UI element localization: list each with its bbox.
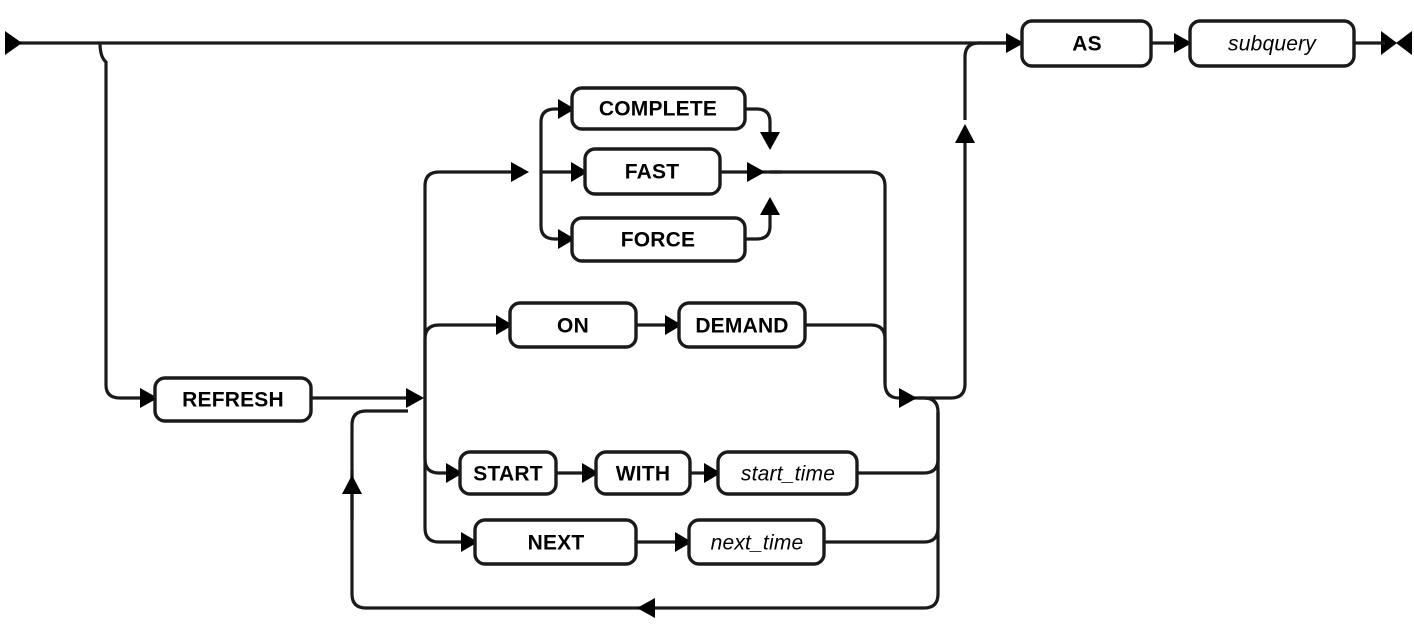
node-next-box[interactable] bbox=[473, 518, 638, 566]
track-lines bbox=[20, 41, 1008, 610]
track-force-merge bbox=[745, 212, 772, 241]
node-next-time[interactable]: next_time bbox=[687, 518, 826, 566]
arrow-into-refresh bbox=[140, 388, 158, 408]
arrow-into-demand bbox=[665, 315, 682, 335]
node-refresh[interactable]: REFRESH bbox=[153, 376, 313, 423]
node-with-box[interactable] bbox=[594, 450, 692, 496]
track-method-to-rightrail bbox=[770, 170, 887, 383]
node-next-time-label: next_time bbox=[711, 532, 804, 555]
track-hub-to-on bbox=[423, 323, 498, 398]
node-as[interactable]: AS bbox=[1020, 19, 1153, 68]
node-start-time-label: start_time bbox=[741, 463, 835, 486]
end-bowtie-left-icon bbox=[1381, 31, 1397, 55]
arrow-into-next-time bbox=[675, 532, 692, 552]
track-rightrail-join-right bbox=[918, 396, 940, 413]
arrow-loopback-up bbox=[342, 475, 362, 494]
node-fast[interactable]: FAST bbox=[583, 147, 722, 196]
node-fast-box[interactable] bbox=[583, 147, 722, 196]
node-with[interactable]: WITH bbox=[594, 450, 692, 496]
arrow-into-force bbox=[558, 229, 575, 249]
arrow-force-merge-up bbox=[760, 197, 780, 215]
node-next-label: NEXT bbox=[528, 532, 585, 555]
arrow-heads bbox=[5, 31, 1412, 618]
arrow-fast-merge-right bbox=[747, 162, 765, 182]
node-on-box[interactable] bbox=[508, 301, 638, 349]
start-arrow-icon bbox=[5, 31, 22, 55]
node-force-box[interactable] bbox=[570, 216, 747, 263]
track-starttime-to-rightrail bbox=[857, 412, 940, 475]
node-force-label: FORCE bbox=[621, 229, 696, 252]
node-as-box[interactable] bbox=[1020, 19, 1153, 68]
node-refresh-box[interactable] bbox=[153, 376, 313, 423]
node-start-time-box[interactable] bbox=[716, 450, 859, 496]
node-subquery[interactable]: subquery bbox=[1188, 19, 1356, 68]
arrow-into-with bbox=[582, 463, 599, 483]
arrow-into-method-fan bbox=[511, 162, 529, 182]
arrow-into-start bbox=[446, 463, 463, 483]
node-start-box[interactable] bbox=[458, 450, 558, 496]
arrow-into-next bbox=[461, 532, 478, 552]
arrow-into-fast bbox=[571, 162, 588, 182]
track-method-fan-force bbox=[539, 172, 560, 241]
node-as-label: AS bbox=[1072, 33, 1102, 56]
node-on-label: ON bbox=[557, 315, 589, 338]
track-hub-to-next bbox=[423, 398, 463, 544]
arrow-into-on bbox=[496, 315, 513, 335]
arrow-into-hub bbox=[406, 388, 424, 408]
track-hub-to-start bbox=[423, 398, 448, 475]
arrow-complete-merge-down bbox=[760, 132, 780, 150]
node-start-time[interactable]: start_time bbox=[716, 450, 859, 496]
arrow-into-join-hub bbox=[899, 388, 917, 408]
node-refresh-label: REFRESH bbox=[182, 389, 284, 412]
arrow-riser-up bbox=[955, 124, 975, 143]
track-hub-spine bbox=[423, 170, 513, 398]
node-complete-label: COMPLETE bbox=[599, 98, 717, 121]
node-next-time-box[interactable] bbox=[687, 518, 826, 566]
node-start-label: START bbox=[473, 463, 542, 486]
node-force[interactable]: FORCE bbox=[570, 216, 747, 263]
node-with-label: WITH bbox=[616, 463, 670, 486]
arrow-into-as bbox=[1006, 33, 1024, 53]
track-bypass-to-refresh bbox=[98, 42, 142, 400]
track-rightrail-join-left bbox=[883, 382, 905, 400]
track-demand-to-rightrail bbox=[805, 323, 887, 383]
arrow-loopback-left bbox=[637, 598, 655, 618]
node-demand-label: DEMAND bbox=[695, 315, 788, 338]
node-subquery-label: subquery bbox=[1228, 33, 1317, 56]
arrow-into-start-time bbox=[704, 463, 721, 483]
node-demand[interactable]: DEMAND bbox=[677, 301, 807, 349]
arrow-into-complete bbox=[558, 99, 575, 119]
track-method-fan-complete bbox=[539, 107, 560, 172]
node-start[interactable]: START bbox=[458, 450, 558, 496]
node-subquery-box[interactable] bbox=[1188, 19, 1356, 68]
node-next[interactable]: NEXT bbox=[473, 518, 638, 566]
node-complete[interactable]: COMPLETE bbox=[570, 86, 747, 131]
track-complete-merge bbox=[745, 107, 772, 135]
node-on[interactable]: ON bbox=[508, 301, 638, 349]
node-complete-box[interactable] bbox=[570, 86, 747, 131]
track-loopback bbox=[350, 409, 940, 610]
end-bowtie-right-icon bbox=[1396, 31, 1412, 55]
arrow-into-subquery bbox=[1174, 33, 1192, 53]
node-demand-box[interactable] bbox=[677, 301, 807, 349]
track-join-riser bbox=[963, 41, 1008, 120]
node-fast-label: FAST bbox=[625, 161, 679, 184]
track-join-to-main bbox=[910, 143, 967, 400]
